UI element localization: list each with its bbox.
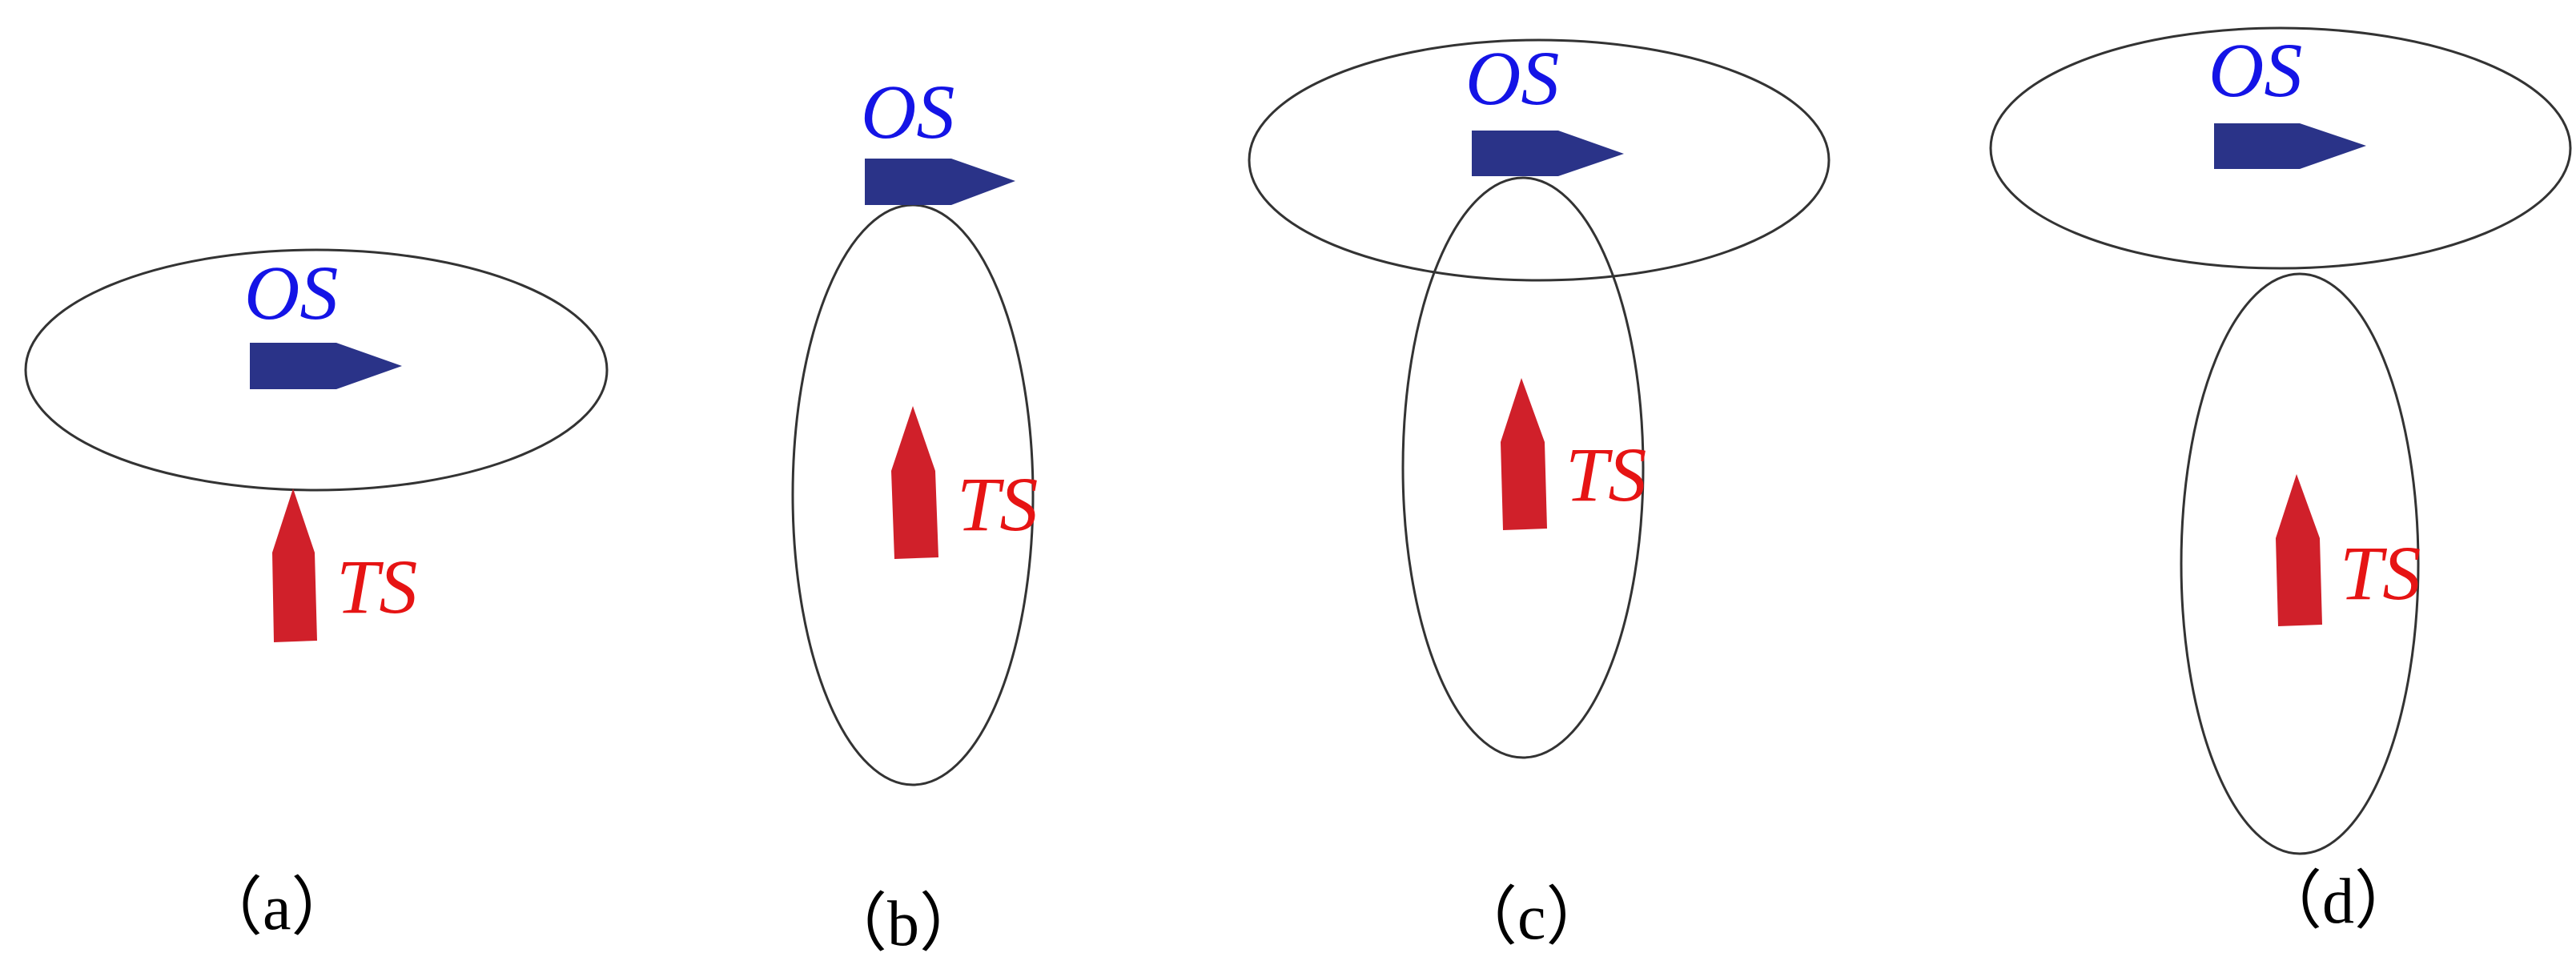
target-ship-domain-ellipse xyxy=(1401,176,1645,759)
target-ship-label: TS xyxy=(2340,530,2421,616)
panel-caption: （a） xyxy=(199,873,356,943)
own-ship-domain-ellipse xyxy=(1248,38,1831,282)
target-ship-label: TS xyxy=(336,544,417,629)
target-ship-icon xyxy=(891,406,938,559)
own-ship-label: OS xyxy=(244,250,338,336)
target-ship-icon xyxy=(272,489,317,642)
target-ship-label: TS xyxy=(957,461,1038,547)
own-ship-domain-ellipse xyxy=(1989,26,2572,270)
target-ship-icon xyxy=(1501,378,1547,530)
panel-d: OS TS （d） xyxy=(1989,26,2572,937)
own-ship-label: OS xyxy=(2208,27,2302,113)
own-ship-icon xyxy=(1472,131,1624,176)
target-ship-label: TS xyxy=(1565,432,1646,517)
panel-b: OS TS （b） xyxy=(791,69,1038,957)
own-ship-icon xyxy=(2214,123,2366,169)
target-ship-icon xyxy=(2276,474,2322,626)
panel-c: OS TS （c） xyxy=(1248,35,1831,953)
panel-caption: （b） xyxy=(823,889,983,957)
target-ship-domain-ellipse xyxy=(2180,272,2420,855)
panel-caption: （d） xyxy=(2258,867,2418,937)
own-ship-label: OS xyxy=(861,69,954,155)
own-ship-icon xyxy=(250,343,402,389)
panel-a: OS TS （a） xyxy=(24,248,609,943)
own-ship-domain-ellipse xyxy=(24,248,609,492)
panel-caption: （c） xyxy=(1453,883,1610,953)
own-ship-icon xyxy=(865,159,1015,205)
own-ship-label: OS xyxy=(1465,35,1559,121)
